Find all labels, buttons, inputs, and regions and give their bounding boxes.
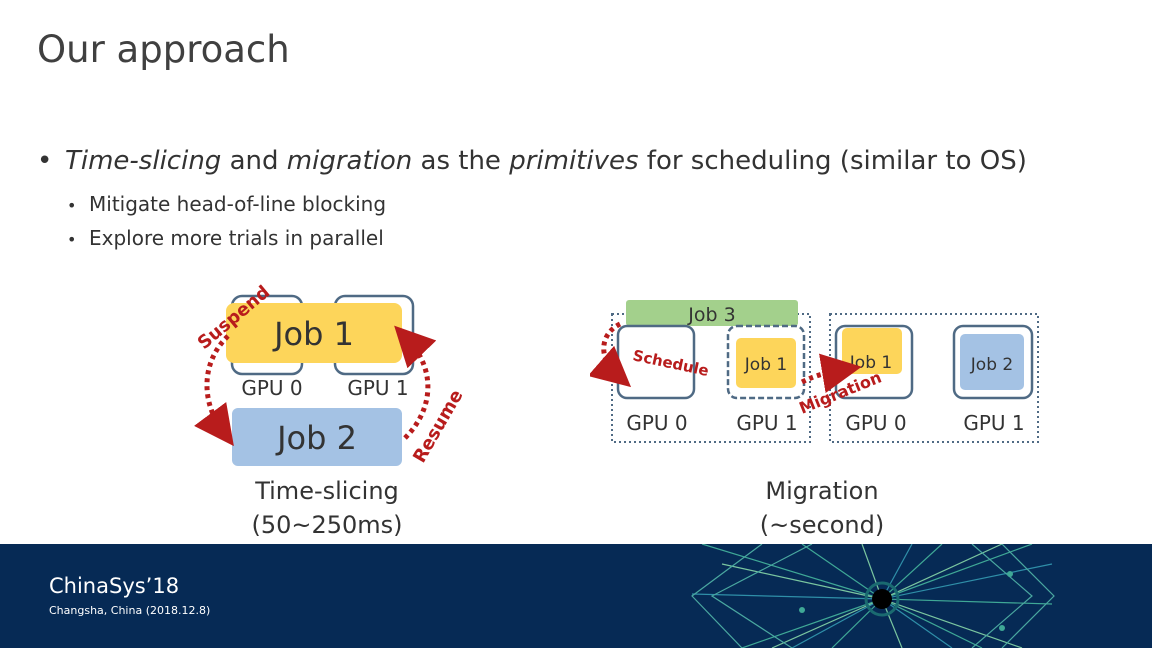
time-slicing-diagram: Job 1 GPU 0 GPU 1 Job 2 Suspend Resume bbox=[194, 282, 468, 467]
job2-label: Job 2 bbox=[275, 419, 357, 457]
spiral-graphic bbox=[691, 544, 1055, 648]
server2-box bbox=[829, 313, 1039, 443]
main-bullet: • Time-slicing and migration as the primi… bbox=[37, 146, 1027, 176]
gpu0-label: GPU 0 bbox=[241, 376, 302, 400]
time-slicing-caption: Time-slicing (50~250ms) bbox=[197, 474, 457, 542]
footer-banner: ChinaSys’18 Changsha, China (2018.12.8) bbox=[0, 544, 1152, 648]
conference-location: Changsha, China (2018.12.8) bbox=[49, 604, 211, 617]
bullet-text: for scheduling (similar to OS) bbox=[638, 146, 1027, 176]
job1-a-label: Job 1 bbox=[744, 355, 787, 375]
job1-a-block bbox=[736, 338, 796, 388]
job2-block bbox=[960, 334, 1024, 390]
job2-label: Job 2 bbox=[970, 355, 1013, 375]
migration-caption: Migration (~second) bbox=[692, 474, 952, 542]
caption-line: (~second) bbox=[759, 511, 885, 539]
gpu1-label: GPU 1 bbox=[347, 376, 408, 400]
suspend-arrow bbox=[194, 334, 234, 447]
bullet-dot: • bbox=[37, 146, 53, 176]
job3-block bbox=[626, 300, 798, 326]
caption-line: (50~250ms) bbox=[251, 511, 403, 539]
caption-line: Migration bbox=[765, 477, 879, 505]
resume-label: Resume bbox=[409, 386, 467, 466]
term-primitives: primitives bbox=[509, 146, 639, 176]
gpu1-b-label: GPU 1 bbox=[963, 411, 1024, 435]
bullet-text: as the bbox=[412, 146, 510, 176]
job1-block bbox=[226, 303, 402, 363]
gpu0-a-label: GPU 0 bbox=[626, 411, 687, 435]
resume-arrow bbox=[394, 325, 437, 440]
sub-bullet-2: • Explore more trials in parallel bbox=[67, 226, 384, 250]
caption-line: Time-slicing bbox=[255, 477, 399, 505]
conference-name: ChinaSys’18 bbox=[49, 574, 180, 598]
gpu0-b-label: GPU 0 bbox=[845, 411, 906, 435]
slide-title: Our approach bbox=[37, 28, 290, 71]
job3-label: Job 3 bbox=[687, 304, 735, 326]
bullet-dot: • bbox=[67, 196, 77, 215]
sub-bullet-1: • Mitigate head-of-line blocking bbox=[67, 192, 386, 216]
term-time-slicing: Time-slicing bbox=[65, 146, 222, 176]
job2-block bbox=[232, 408, 402, 466]
gpu1-a-label: GPU 1 bbox=[736, 411, 797, 435]
bullet-text: and bbox=[221, 146, 287, 176]
sub-bullet-text: Explore more trials in parallel bbox=[89, 226, 384, 250]
migration-diagram: Job 3 Job 1 Job 1 Job 2 GPU 0 GPU 1 GPU … bbox=[590, 300, 1039, 443]
sub-bullet-text: Mitigate head-of-line blocking bbox=[89, 192, 387, 216]
job1-label: Job 1 bbox=[272, 315, 354, 353]
bullet-dot: • bbox=[67, 230, 77, 249]
term-migration: migration bbox=[286, 146, 413, 176]
